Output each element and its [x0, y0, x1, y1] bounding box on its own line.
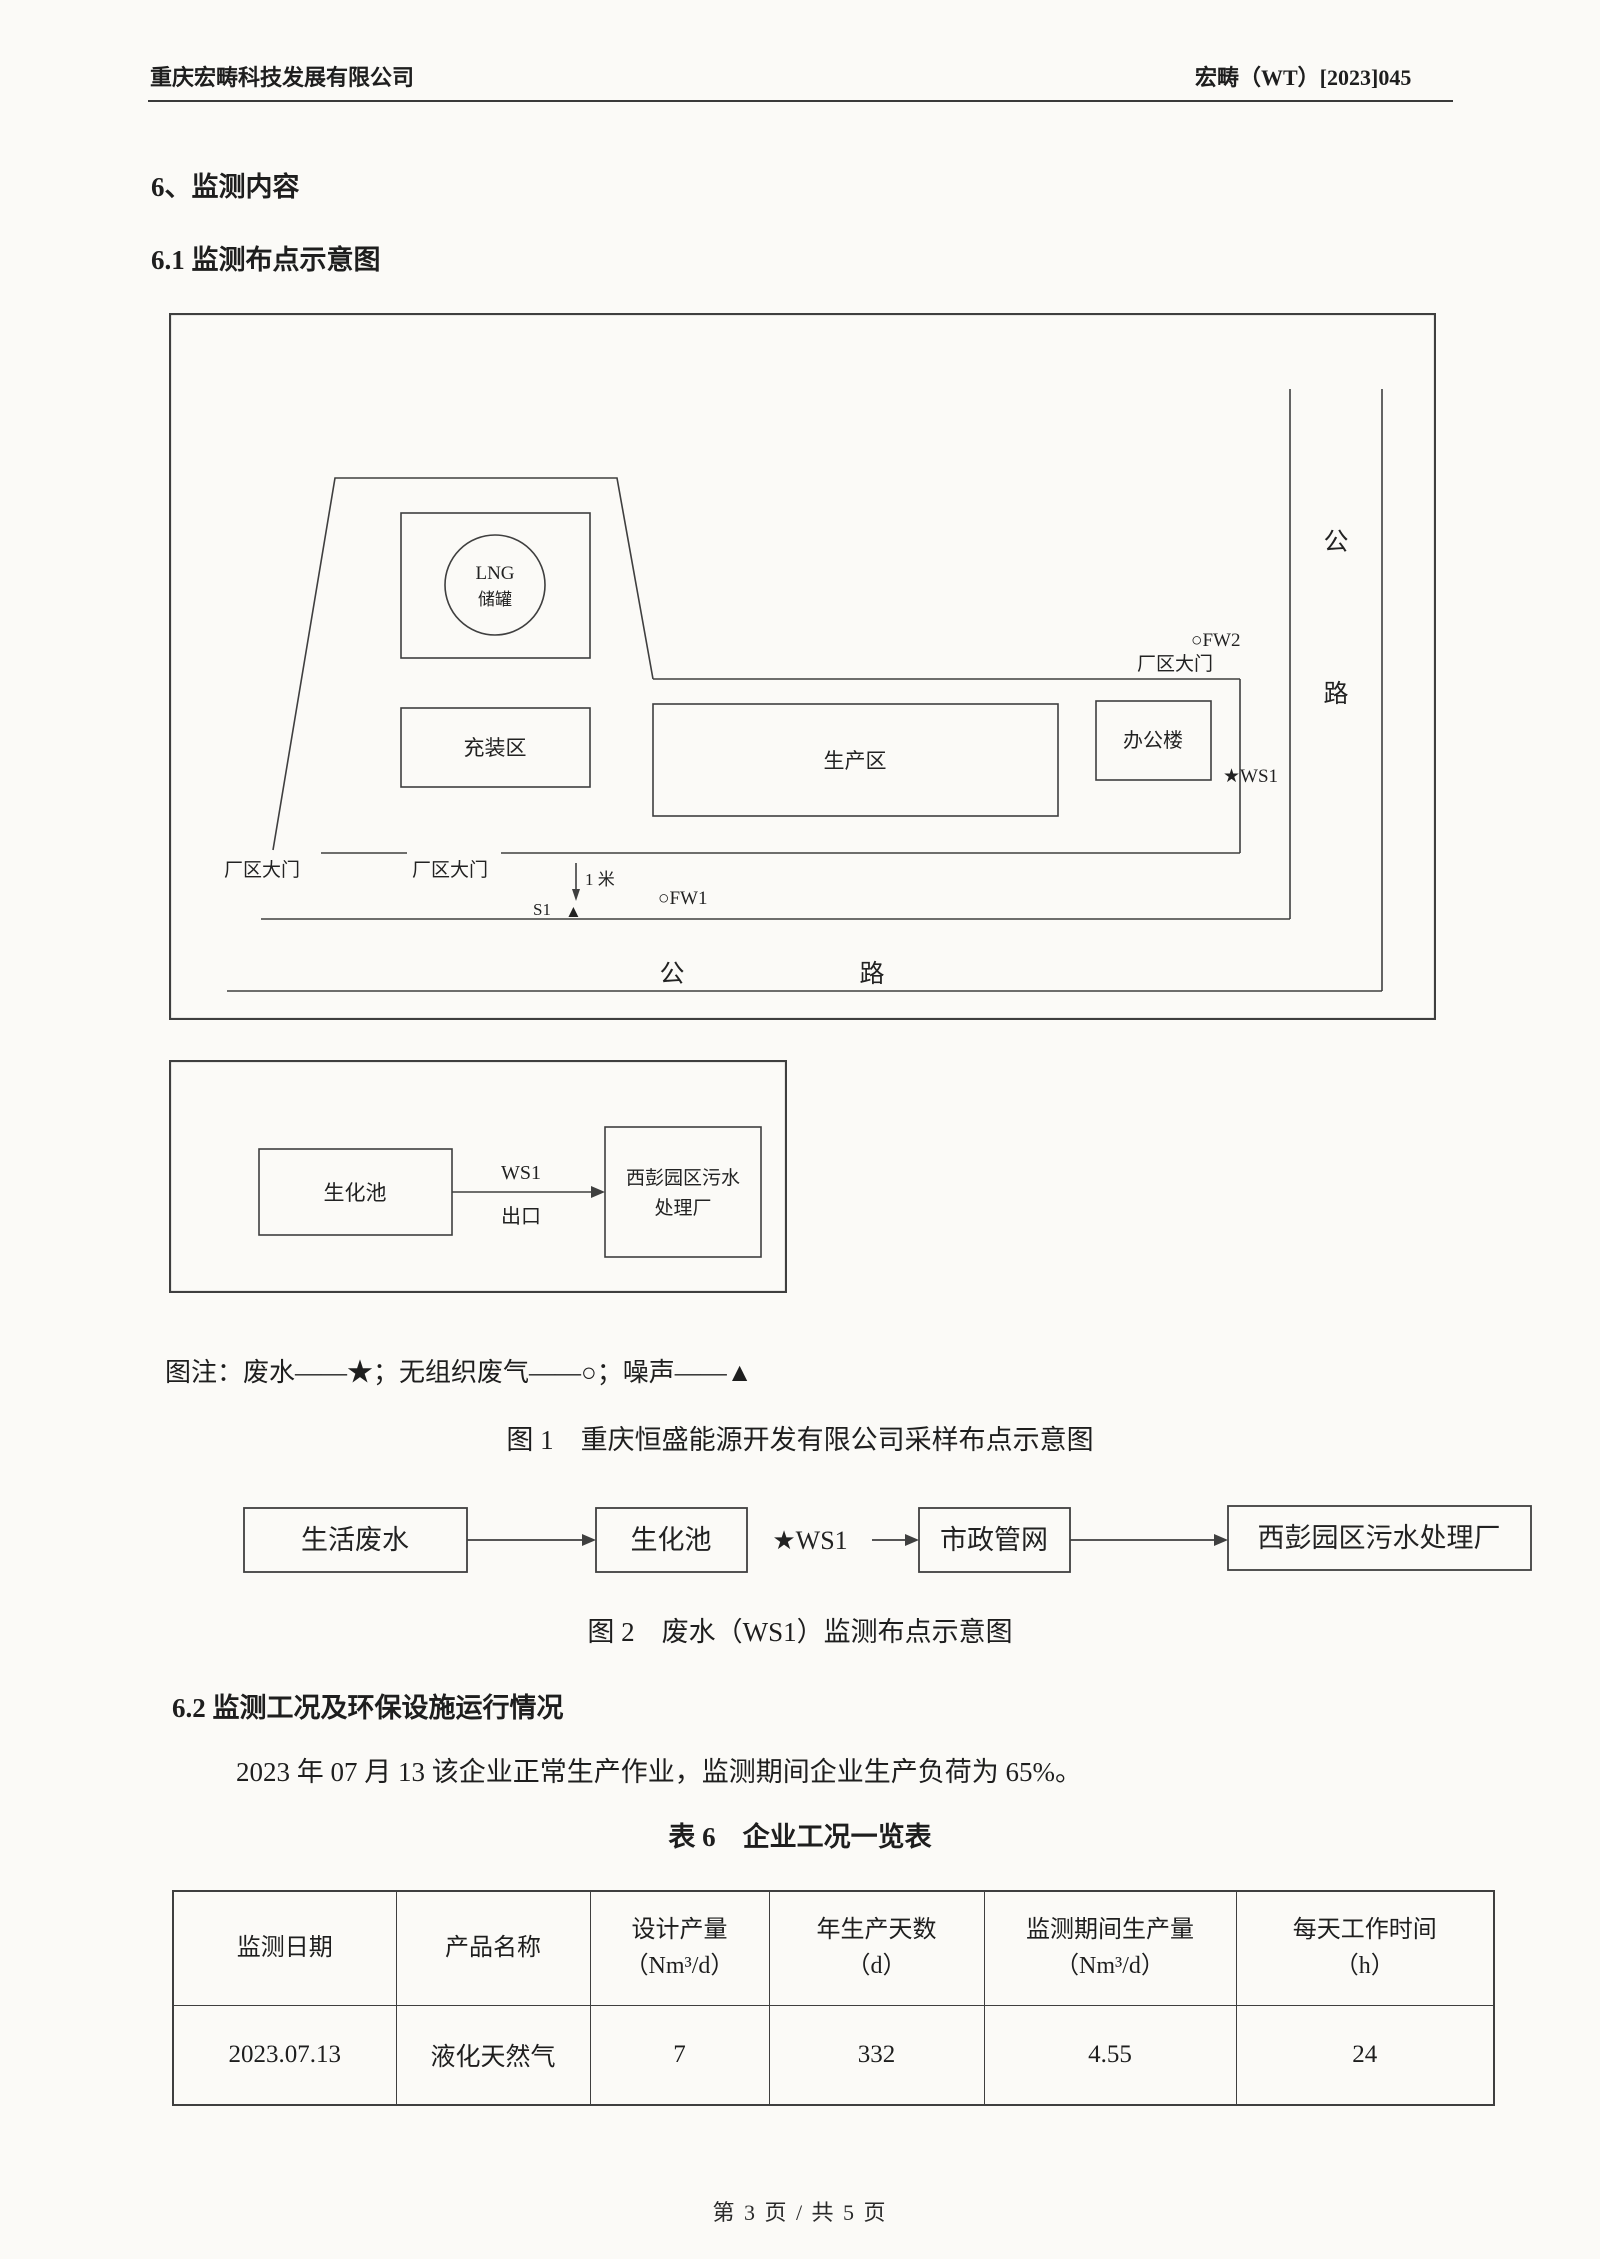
flow-ws1-label: ★WS1 — [772, 1526, 847, 1555]
s1-marker-label: S1 — [533, 900, 551, 919]
header-company: 重庆宏畴科技发展有限公司 — [150, 65, 415, 90]
cell-product: 液化天然气 — [395, 2004, 591, 2106]
biochemical-pool-label: 生化池 — [324, 1181, 387, 1205]
table6-header-product: 产品名称 — [395, 1890, 591, 2006]
header-doc-number: 宏畴（WT）[2023]045 — [1195, 65, 1412, 90]
ws1-marker: ★WS1 — [1223, 766, 1278, 787]
filling-area-label: 充装区 — [464, 736, 527, 760]
gate-mid-label: 厂区大门 — [412, 859, 488, 881]
figure1-border — [169, 313, 1436, 1020]
header-monitoring-line2: （Nm³/d） — [1055, 1953, 1165, 1980]
table6-data-row: 2023.07.13 液化天然气 7 332 4.55 24 — [172, 2004, 1495, 2106]
header-design-line2: （Nm³/d） — [624, 1953, 735, 1980]
filling-area-box — [400, 707, 591, 788]
header-hours-line2: （h） — [1334, 1953, 1395, 1980]
road-bottom-label-2: 路 — [859, 960, 884, 988]
table6-header-date: 监测日期 — [172, 1890, 397, 2006]
header-date-line1: 监测日期 — [236, 1935, 333, 1962]
table6-header-monitoring-output: 监测期间生产量 （Nm³/d） — [983, 1890, 1237, 2006]
page-number: 第 3 页 / 共 5 页 — [712, 2200, 888, 2225]
header-rule — [148, 100, 1453, 102]
one-meter-label: 1 米 — [585, 870, 615, 889]
treatment-plant-box — [604, 1126, 762, 1258]
gate-top-label: 厂区大门 — [1137, 653, 1213, 675]
production-area-box — [652, 703, 1059, 817]
header-product-line1: 产品名称 — [445, 1935, 541, 1962]
flow-box1-label: 生活废水 — [301, 1525, 409, 1555]
cell-production-days: 332 — [768, 2004, 985, 2106]
road-right-label-1: 公 — [1323, 529, 1348, 556]
header-monitoring-line1: 监测期间生产量 — [1026, 1917, 1194, 1944]
fw2-marker: ○FW2 — [1191, 630, 1240, 651]
lng-label-line2: 储罐 — [478, 590, 512, 609]
cell-monitoring-output: 4.55 — [983, 2004, 1237, 2106]
figure1-caption: 图 1 重庆恒盛能源开发有限公司采样布点示意图 — [506, 1425, 1094, 1455]
inset-border — [169, 1060, 787, 1293]
lng-label-line1: LNG — [475, 563, 514, 584]
lng-tank-circle — [444, 534, 546, 636]
flow-box2-label: 生化池 — [631, 1525, 712, 1555]
figure1-legend: 图注：废水——★；无组织废气——○；噪声——▲ — [165, 1358, 753, 1387]
cell-design-output: 7 — [589, 2004, 770, 2106]
table6-header-design-output: 设计产量 （Nm³/d） — [589, 1890, 770, 2006]
header-days-line2: （d） — [846, 1953, 907, 1980]
treatment-plant-label-line2: 处理厂 — [654, 1197, 711, 1219]
cell-work-hours: 24 — [1235, 2004, 1495, 2106]
table6-header-work-hours: 每天工作时间 （h） — [1235, 1890, 1495, 2006]
flow-box3-label: 市政管网 — [940, 1525, 1048, 1555]
table6-header-row: 监测日期 产品名称 设计产量 （Nm³/d） 年生产天数 （d） 监测期间生产量 — [172, 1890, 1495, 2006]
flow-arrowhead-3-icon — [1214, 1534, 1228, 1546]
flow-box-treatment-plant — [1227, 1505, 1532, 1571]
factory-boundary-left — [272, 477, 654, 851]
inset-ws1-label: WS1 — [501, 1162, 541, 1184]
gate-left-label: 厂区大门 — [224, 859, 300, 881]
inset-flow-arrowhead-icon — [591, 1186, 605, 1198]
table6: 监测日期 产品名称 设计产量 （Nm³/d） 年生产天数 （d） 监测期间生产量 — [172, 1890, 1495, 2106]
header-hours-line1: 每天工作时间 — [1292, 1917, 1437, 1944]
section-6-2-title: 6.2 监测工况及环保设施运行情况 — [172, 1693, 564, 1723]
figure2-flow-diagram: 生活废水 生化池 ★WS1 市政管网 西彭园区污水处理厂 — [243, 1505, 1532, 1573]
fw1-marker: ○FW1 — [658, 888, 707, 909]
figure2-caption: 图 2 废水（WS1）监测布点示意图 — [587, 1617, 1013, 1647]
flow-box4-label: 西彭园区污水处理厂 — [1258, 1523, 1501, 1553]
section-6-title: 6、监测内容 — [151, 172, 300, 202]
road-bottom-label-1: 公 — [659, 961, 684, 988]
header-design-line1: 设计产量 — [631, 1917, 728, 1944]
figure1-site-diagram: LNG 储罐 充装区 生产区 办公楼 公 路 公 路 厂区大门 ○FW2 ★WS… — [169, 313, 1436, 1020]
cell-date: 2023.07.13 — [172, 2004, 397, 2106]
lng-building-box — [400, 512, 591, 659]
header-days-line1: 年生产天数 — [816, 1917, 937, 1944]
treatment-plant-label-line1: 西彭园区污水 — [626, 1167, 740, 1189]
section-6-1-title: 6.1 监测布点示意图 — [151, 245, 381, 275]
table6-header-production-days: 年生产天数 （d） — [768, 1890, 985, 2006]
flow-arrowhead-2-icon — [905, 1534, 919, 1546]
flow-arrowhead-1-icon — [582, 1534, 596, 1546]
table6-title: 表 6 企业工况一览表 — [668, 1822, 932, 1852]
figure1-inset-diagram: 生化池 WS1 出口 西彭园区污水 处理厂 — [169, 1060, 787, 1293]
section-6-2-paragraph: 2023 年 07 月 13 该企业正常生产作业，监测期间企业生产负荷为 65%… — [236, 1757, 1082, 1787]
office-label: 办公楼 — [1123, 729, 1183, 752]
noise-triangle-icon: ▲ — [565, 902, 582, 921]
one-meter-arrowhead-icon — [572, 889, 580, 901]
production-area-label: 生产区 — [824, 749, 887, 773]
inset-outlet-label: 出口 — [501, 1205, 541, 1228]
office-building-box — [1095, 700, 1212, 781]
road-right-label-2: 路 — [1323, 680, 1348, 708]
